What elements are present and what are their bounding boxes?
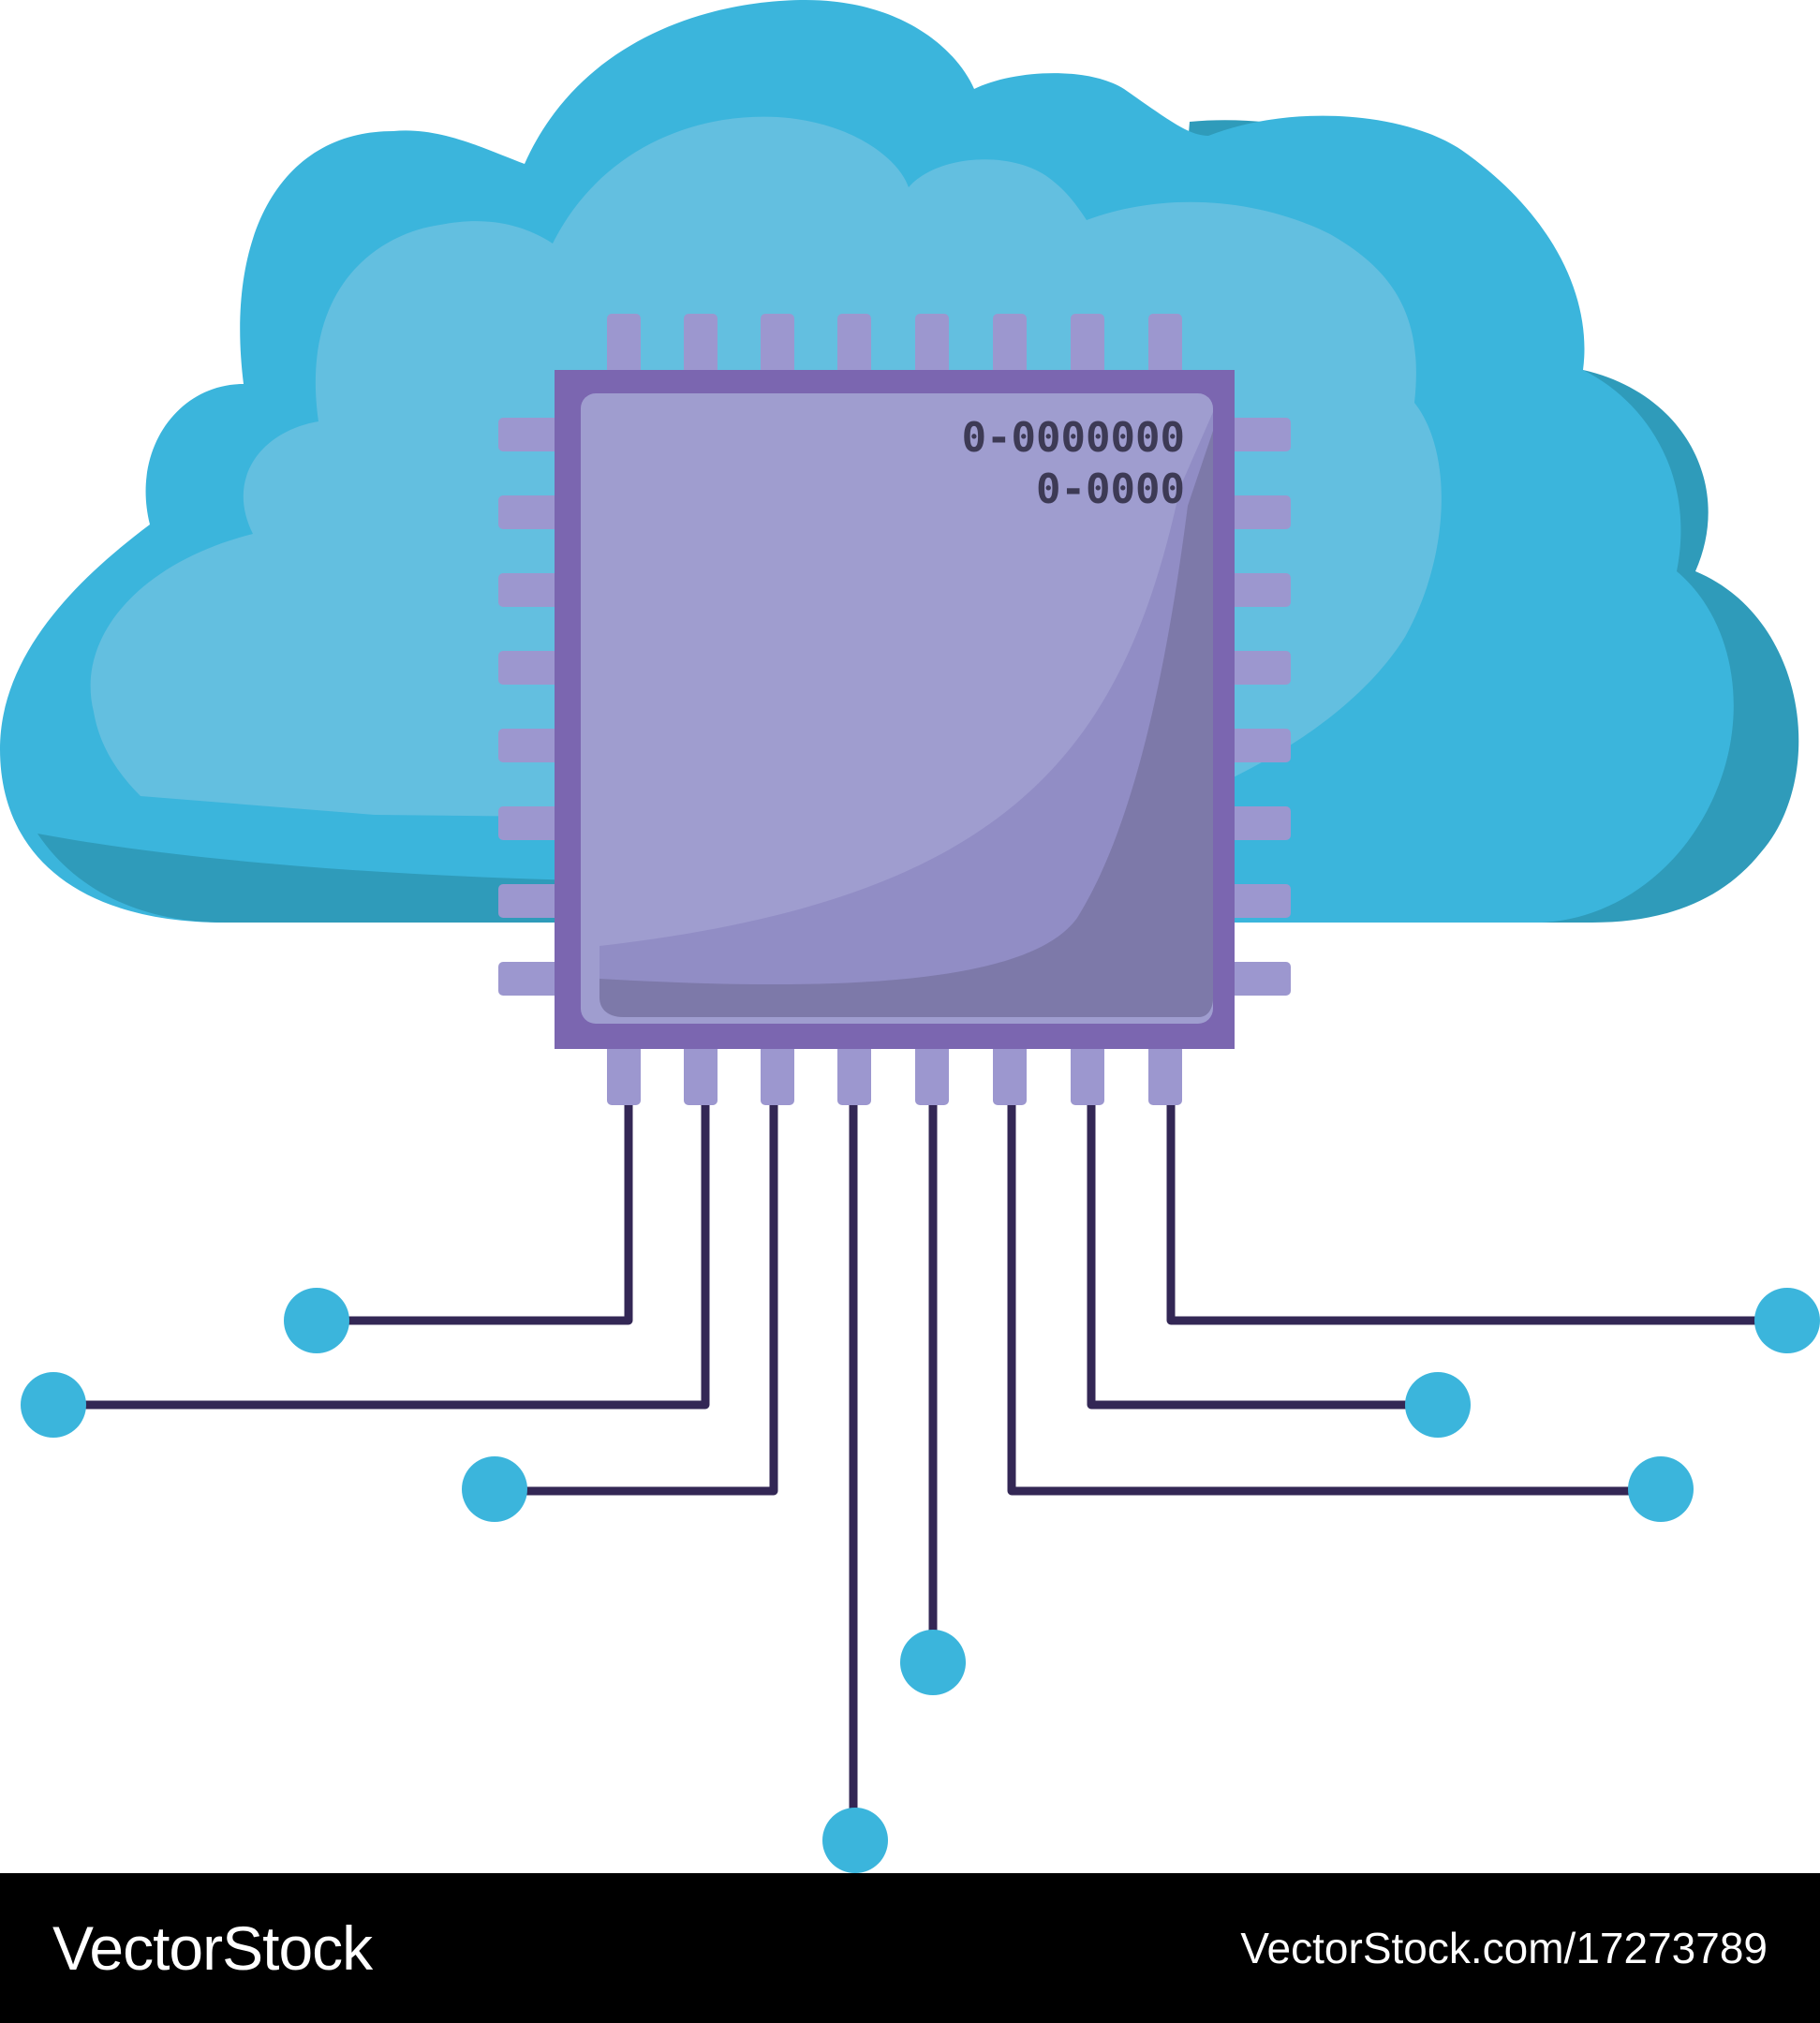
circuit-node: [1754, 1288, 1820, 1353]
chip-code-line-1: 0-0000000: [962, 414, 1185, 462]
chip-face-shadow-dark: [599, 431, 1213, 1017]
circuit-node: [822, 1808, 888, 1873]
cloud-chip-illustration: 0-0000000 0-0000: [0, 0, 1820, 1873]
circuit-trace-icon: [52, 1096, 1789, 1831]
circuit-node: [284, 1288, 349, 1353]
circuit-node: [1628, 1456, 1694, 1522]
circuit-node: [1405, 1372, 1471, 1438]
chip-pins-bottom: [607, 1044, 1182, 1105]
circuit-node: [462, 1456, 527, 1522]
chip-face-shadow: [599, 412, 1213, 1016]
chip-pins-left: [498, 418, 564, 996]
chip-pins-right: [1225, 418, 1291, 996]
watermark-url: VectorStock.com/17273789: [1240, 1924, 1768, 1972]
circuit-node: [21, 1372, 86, 1438]
chip-code-line-2: 0-0000: [1036, 465, 1185, 513]
watermark-bar: VectorStock VectorStock.com/17273789: [0, 1873, 1820, 2023]
circuit-node: [900, 1630, 966, 1695]
circuit-node-group: [21, 1288, 1820, 1873]
chip-pins-top: [607, 314, 1182, 375]
watermark-brand: VectorStock: [52, 1913, 373, 1983]
microchip-icon: 0-0000000 0-0000: [498, 314, 1291, 1105]
